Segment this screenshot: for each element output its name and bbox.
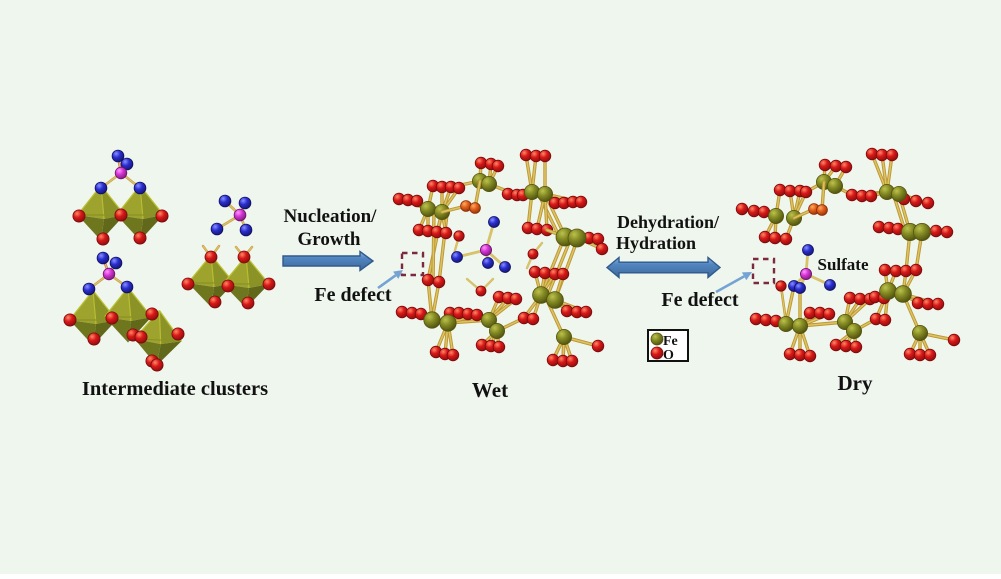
- svg-text:Fe defect: Fe defect: [314, 284, 392, 306]
- svg-text:Nucleation/: Nucleation/: [284, 206, 378, 227]
- svg-text:Wet: Wet: [472, 378, 508, 402]
- svg-text:Fe defect: Fe defect: [661, 289, 739, 311]
- svg-text:Growth: Growth: [298, 229, 361, 250]
- svg-text:Sulfate: Sulfate: [818, 255, 869, 274]
- svg-text:Dry: Dry: [838, 371, 873, 395]
- svg-text:Hydration: Hydration: [616, 233, 696, 253]
- svg-text:Intermediate clusters: Intermediate clusters: [82, 378, 268, 400]
- svg-text:Dehydration/: Dehydration/: [617, 212, 720, 232]
- svg-text:Fe: Fe: [663, 334, 678, 349]
- svg-text:O: O: [663, 348, 674, 363]
